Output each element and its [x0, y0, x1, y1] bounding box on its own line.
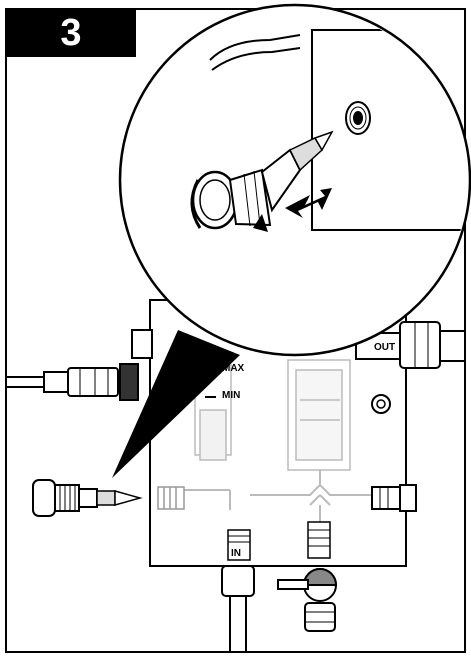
center-column [287, 359, 351, 471]
inlet-fitting: IN [221, 529, 255, 652]
mounting-hole-right [371, 394, 391, 414]
step-number-badge: 3 [6, 9, 136, 57]
callout-pointer [112, 330, 240, 478]
top-tube [209, 34, 301, 61]
internal-piping [180, 470, 380, 525]
rotate-arrow-icon [190, 179, 202, 229]
threaded-port [345, 101, 371, 135]
drain-valve [277, 521, 338, 632]
port-block [311, 29, 468, 231]
magnifier-callout [118, 3, 471, 357]
left-side-fitting [157, 486, 185, 510]
min-label: MIN [222, 390, 240, 401]
in-label: IN [231, 548, 241, 559]
push-direction-arrow-icon [285, 188, 332, 218]
out-label: OUT [374, 342, 395, 353]
left-cable [6, 329, 153, 401]
max-label: MAX [222, 363, 245, 374]
filter-plug-loose [32, 479, 143, 517]
filter-plug-magnified [191, 130, 334, 230]
left-flow-cell [194, 364, 232, 461]
right-side-fitting [371, 484, 417, 512]
